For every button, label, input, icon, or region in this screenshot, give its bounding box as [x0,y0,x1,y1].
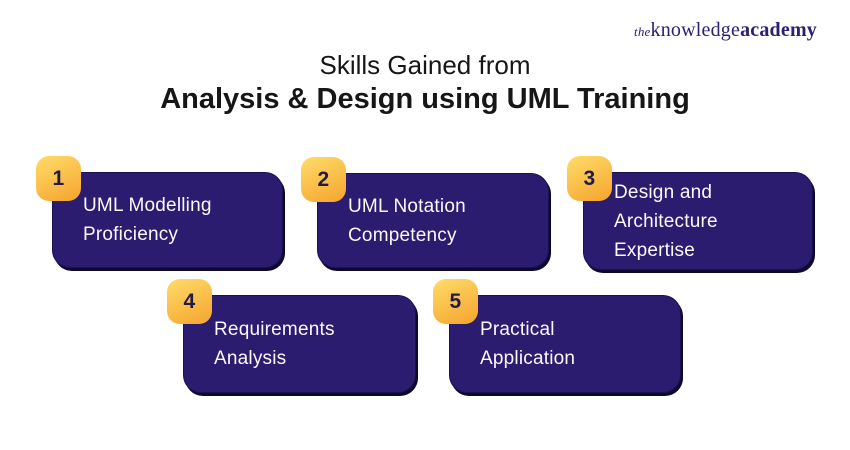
number-badge-4: 4 [167,279,212,324]
skill-card-3-line1: Design and [614,181,713,203]
skill-card-2-line1: UML Notation [348,195,466,217]
brand-logo-the: the [634,24,651,39]
skill-card-2: 2 UML Notation Competency [301,157,549,268]
skill-card-4: 4 Requirements Analysis [167,279,416,393]
skill-card-4-line1: Requirements [214,319,335,340]
brand-logo: theknowledgeacademy [634,19,817,42]
brand-logo-academy: academy [740,19,817,41]
skill-card-4-line2: Analysis [214,348,287,369]
skill-card-1-line2: Proficiency [83,224,179,245]
skill-card-3-label: Design and Architecture Expertise [614,178,718,265]
skill-card-2-line2: Competency [348,224,457,246]
skill-card-5: 5 Practical Application [433,279,681,393]
skill-card-3: 3 Design and Architecture Expertise [567,156,813,270]
page-title-line1: Skills Gained from [319,50,531,80]
number-badge-2: 2 [301,157,346,202]
skill-card-1-label: UML Modelling Proficiency [83,191,212,249]
page-title-line2: Analysis & Design using UML Training [160,83,690,115]
number-badge-3: 3 [567,156,612,201]
skill-card-3-line2: Architecture [614,210,718,232]
skill-card-5-label: Practical Application [480,315,575,373]
number-badge-5: 5 [433,279,478,324]
skill-card-5-line1: Practical [480,319,555,340]
brand-logo-knowledge: knowledge [650,19,741,41]
number-badge-1: 1 [36,156,81,201]
skill-card-4-label: Requirements Analysis [214,315,335,373]
skill-card-5-line2: Application [480,348,576,369]
skill-card-3-line3: Expertise [614,239,696,261]
skill-card-1: 1 UML Modelling Proficiency [36,156,283,268]
skill-card-2-label: UML Notation Competency [348,192,466,250]
skill-card-1-line1: UML Modelling [83,195,212,216]
